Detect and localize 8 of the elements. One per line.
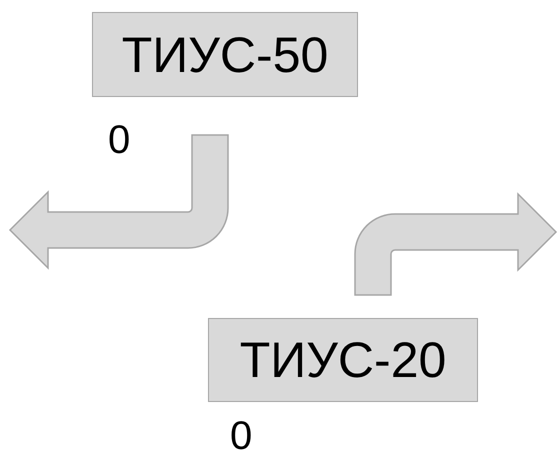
value-label: 0	[108, 118, 130, 163]
label-box	[92, 12, 358, 97]
bent-arrow	[9, 134, 229, 269]
bent-arrow	[354, 193, 557, 296]
label-box	[208, 318, 478, 402]
value-label: 0	[230, 414, 252, 459]
box-label: ТИУС-50	[122, 26, 328, 84]
box-label: ТИУС-20	[240, 331, 446, 389]
